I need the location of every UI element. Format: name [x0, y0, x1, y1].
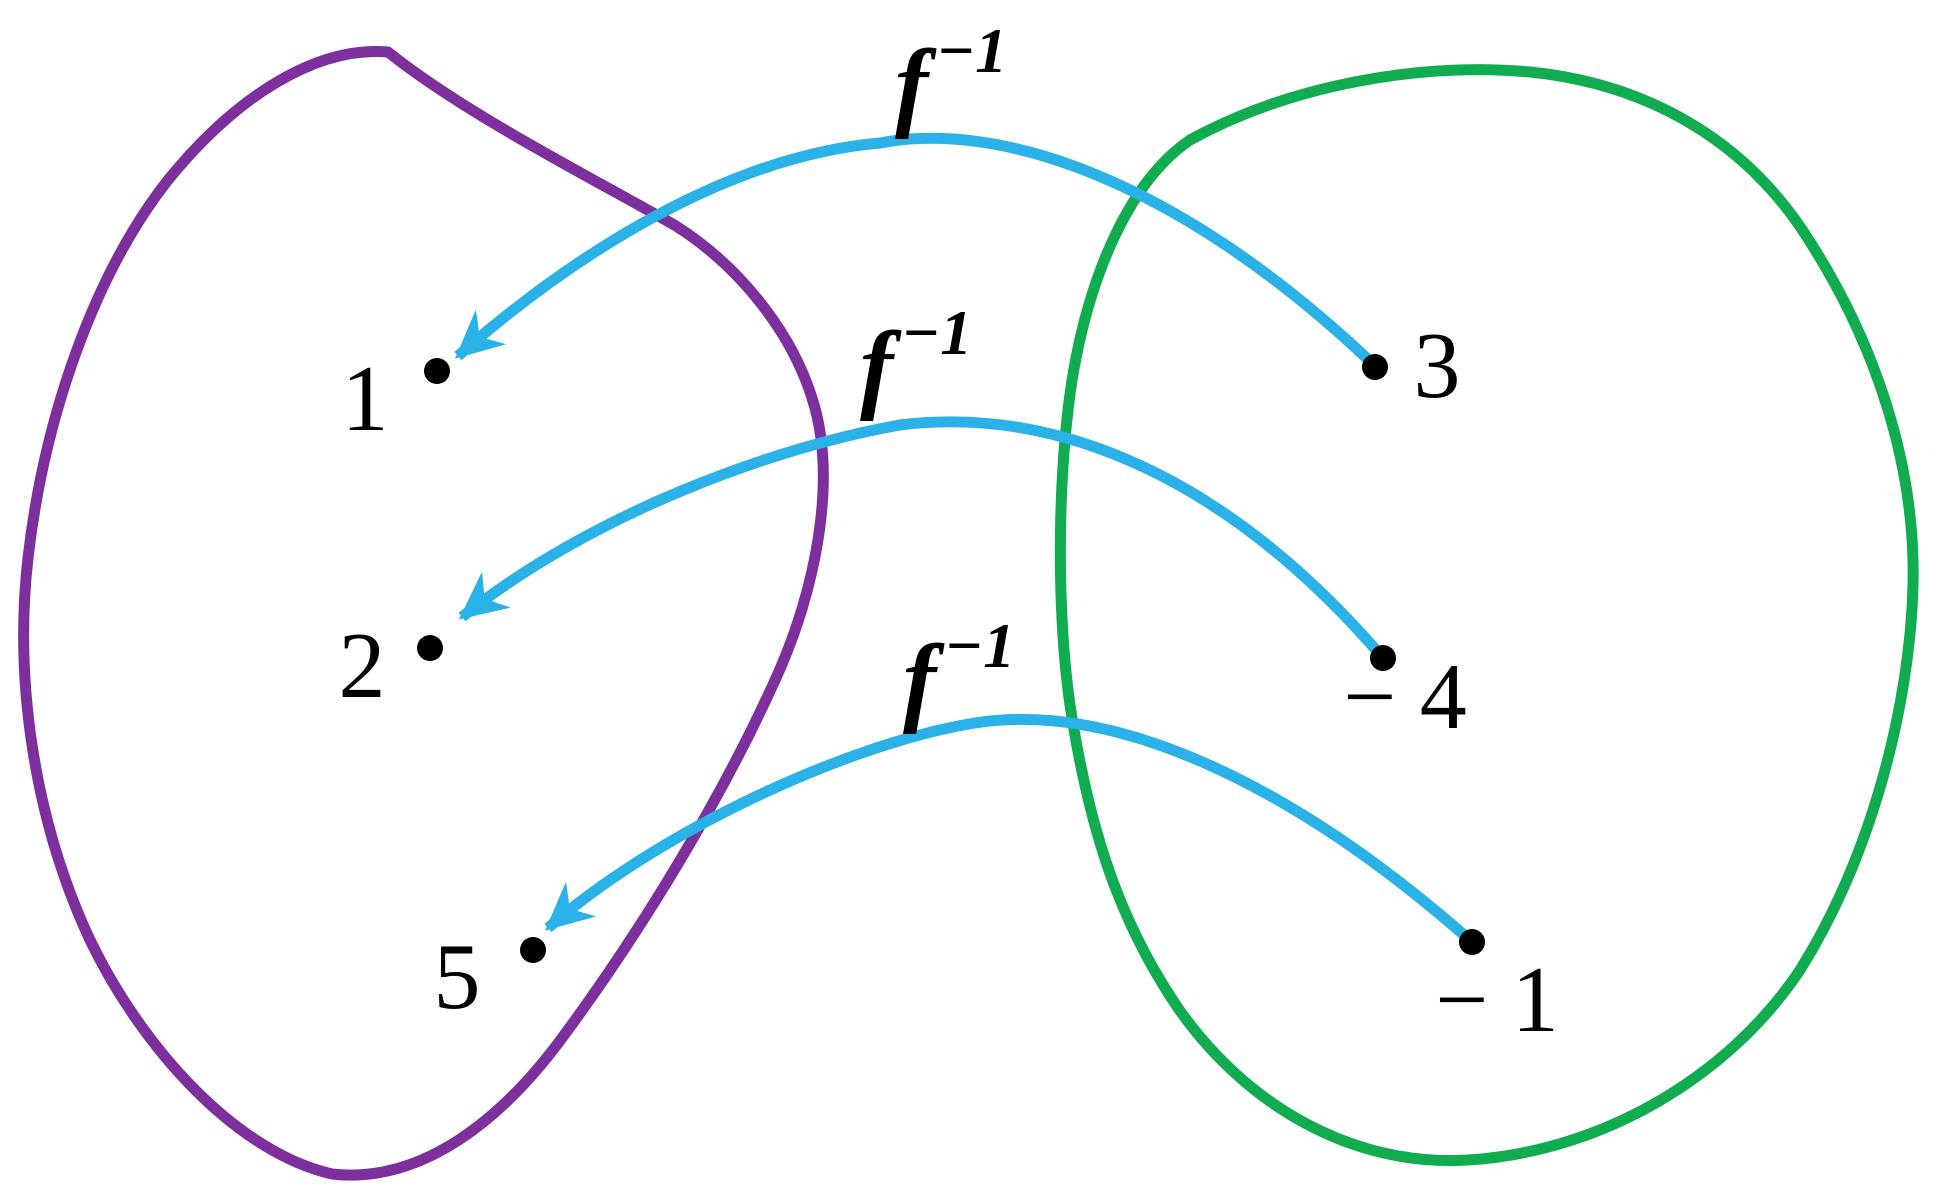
- element-label-1: 1: [342, 347, 389, 451]
- function-symbol: f: [903, 624, 945, 735]
- element-point-minus1: [1459, 929, 1485, 955]
- function-exponent: −1: [901, 297, 972, 368]
- element-point-5: [520, 937, 546, 963]
- inverse-arrow-minus4-to-2: [458, 416, 1388, 662]
- element-point-2: [417, 635, 443, 661]
- function-exponent: −1: [936, 15, 1007, 86]
- inverse-arrow-minus1-to-5: [544, 714, 1476, 947]
- left-set-boundary: [18, 46, 829, 1181]
- inverse-arrow-3-to-1: [454, 132, 1379, 370]
- function-symbol: f: [895, 29, 937, 140]
- element-label-2: 2: [339, 614, 386, 718]
- element-label-minus1: − 1: [1435, 948, 1559, 1052]
- inverse-function-label-middle: f−1: [860, 297, 972, 422]
- function-symbol: f: [860, 311, 902, 422]
- element-point-3: [1362, 354, 1388, 380]
- element-label-3: 3: [1414, 314, 1461, 418]
- element-label-minus4: − 4: [1343, 645, 1467, 749]
- element-point-minus4: [1370, 645, 1396, 671]
- function-exponent: −1: [944, 610, 1015, 681]
- right-set-boundary: [1054, 64, 1919, 1167]
- element-point-1: [424, 358, 450, 384]
- inverse-function-label-top: f−1: [895, 15, 1007, 140]
- element-label-5: 5: [434, 925, 481, 1029]
